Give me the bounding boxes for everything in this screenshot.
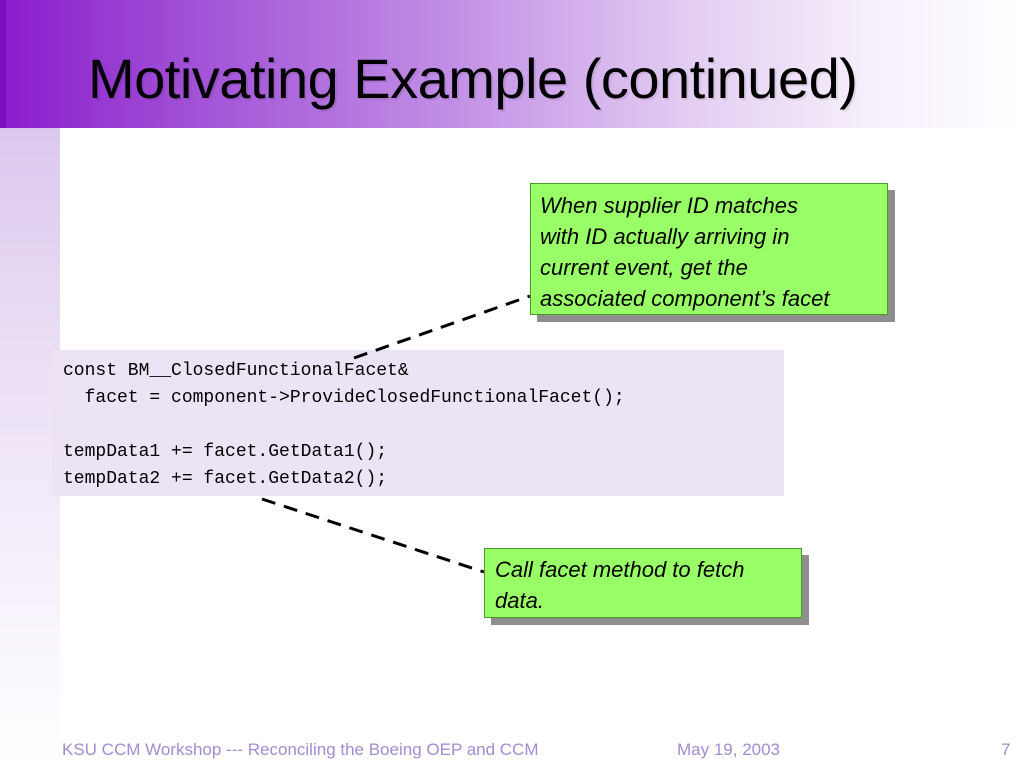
connector-fetch-data bbox=[261, 497, 485, 574]
header-gradient-band bbox=[0, 0, 1024, 128]
side-gradient-band bbox=[0, 128, 60, 768]
callout-supplier-match-line-3: current event, get the bbox=[540, 255, 748, 280]
callout-supplier-match-line-4: associated component’s facet bbox=[540, 286, 830, 311]
callout-supplier-match-line-1: When supplier ID matches bbox=[540, 193, 798, 218]
code-line-2: facet = component->ProvideClosedFunction… bbox=[63, 388, 625, 408]
callout-fetch-data-line-1: Call facet method to fetch bbox=[495, 557, 745, 582]
callout-fetch-data[interactable]: Call facet method to fetch data. bbox=[484, 548, 802, 618]
callout-supplier-match-line-2: with ID actually arriving in bbox=[540, 224, 790, 249]
footer-event-title: KSU CCM Workshop --- Reconciling the Boe… bbox=[62, 740, 539, 759]
callout-fetch-data-line-2: data. bbox=[495, 588, 544, 613]
callout-supplier-match[interactable]: When supplier ID matches with ID actuall… bbox=[530, 183, 888, 315]
code-line-3 bbox=[63, 412, 773, 439]
code-block[interactable]: const BM__ClosedFunctionalFacet& facet =… bbox=[52, 350, 784, 496]
code-line-5: tempData2 += facet.GetData2(); bbox=[63, 469, 388, 489]
slide-title[interactable]: Motivating Example (continued) bbox=[88, 47, 858, 110]
code-line-4: tempData1 += facet.GetData1(); bbox=[63, 442, 388, 462]
header-accent-edge bbox=[0, 0, 6, 128]
footer-date: May 19, 2003 bbox=[677, 740, 781, 759]
connector-supplier-match bbox=[353, 294, 531, 360]
code-line-1: const BM__ClosedFunctionalFacet& bbox=[63, 361, 409, 381]
footer-slide-number: 7 bbox=[1001, 740, 1011, 759]
